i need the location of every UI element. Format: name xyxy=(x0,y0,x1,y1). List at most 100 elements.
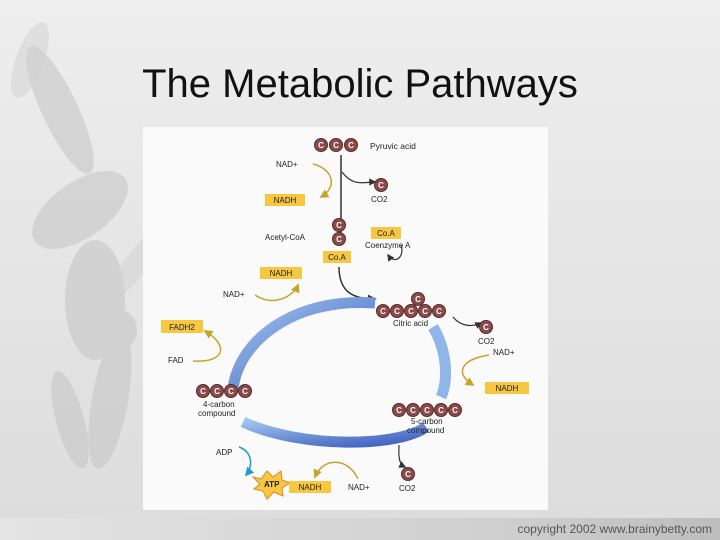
nad-plus-label-4: NAD+ xyxy=(348,483,370,492)
nad-plus-label: NAD+ xyxy=(276,160,298,169)
svg-text:C: C xyxy=(415,295,421,304)
svg-text:C: C xyxy=(405,470,411,479)
carbon-atom: C xyxy=(401,467,415,481)
carbon-atom: C xyxy=(404,304,418,318)
carbon-atom: C xyxy=(432,304,446,318)
adp-phosphorylation-arrow xyxy=(238,446,255,477)
svg-text:C: C xyxy=(242,387,248,396)
nadh-box-2 xyxy=(260,267,302,279)
coenzyme-a-label: Coenzyme A xyxy=(365,241,411,250)
carbon-atom: C xyxy=(224,384,238,398)
fad-label: FAD xyxy=(168,356,184,365)
carbon-atom: C xyxy=(434,403,448,417)
svg-text:NADH: NADH xyxy=(299,483,322,492)
carbon-atom: C xyxy=(210,384,224,398)
carbon-atom: C xyxy=(238,384,252,398)
slide-title: The Metabolic Pathways xyxy=(142,62,578,106)
copyright-text: copyright 2002 www.brainybetty.com xyxy=(517,522,712,536)
nad-plus-label-2: NAD+ xyxy=(223,290,245,299)
carbon-atom: C xyxy=(406,403,420,417)
nad-reduction-arrow xyxy=(312,163,332,198)
svg-text:C: C xyxy=(380,307,386,316)
co2-release-arrow-3 xyxy=(398,444,407,468)
pyruvic-acid-label: Pyruvic acid xyxy=(370,141,416,151)
svg-text:C: C xyxy=(483,323,489,332)
five-carbon-molecule: C C C C C xyxy=(392,403,462,417)
co2-label: CO2 xyxy=(371,195,388,204)
citric-acid-label: Citric acid xyxy=(393,319,428,328)
coa-box xyxy=(371,227,401,239)
svg-text:C: C xyxy=(336,235,342,244)
co2-release-arrow-2 xyxy=(452,316,483,329)
svg-text:C: C xyxy=(452,406,458,415)
diagram-panel: C C C Pyruvic acid NAD+ NADH C CO2 Acety… xyxy=(143,127,548,510)
nadh-box-3 xyxy=(485,382,529,394)
carbon-atom: C xyxy=(314,138,328,152)
svg-text:C: C xyxy=(436,307,442,316)
adp-label: ADP xyxy=(216,448,232,457)
four-carbon-molecule: C C C C xyxy=(196,384,252,398)
carbon-atom: C xyxy=(344,138,358,152)
pyruvic-acid-molecule: C C C xyxy=(314,138,358,152)
carbon-atom: C xyxy=(374,178,388,192)
svg-text:C: C xyxy=(333,141,339,150)
svg-text:C: C xyxy=(394,307,400,316)
carbon-atom: C xyxy=(392,403,406,417)
nad-reduction-arrow-3 xyxy=(461,354,490,386)
acetyl-into-cycle-arrow xyxy=(338,266,377,304)
svg-text:C: C xyxy=(228,387,234,396)
nadh-label: NADH xyxy=(274,196,297,205)
carbon-atom: C xyxy=(448,403,462,417)
coa-attached-box xyxy=(323,251,351,263)
svg-text:C: C xyxy=(410,406,416,415)
svg-text:C: C xyxy=(214,387,220,396)
nad-reduction-arrow-2 xyxy=(254,283,300,302)
svg-text:Co.A: Co.A xyxy=(328,253,346,262)
five-carbon-label-line2: compound xyxy=(407,426,444,435)
svg-text:C: C xyxy=(422,307,428,316)
cycle-segment-citrate-to-4c xyxy=(227,296,376,390)
carbon-atom: C xyxy=(196,384,210,398)
carbon-atom: C xyxy=(418,304,432,318)
svg-text:C: C xyxy=(396,406,402,415)
krebs-cycle-diagram: C C C Pyruvic acid NAD+ NADH C CO2 Acety… xyxy=(161,138,529,500)
carbon-atom: C xyxy=(332,218,346,232)
svg-text:C: C xyxy=(318,141,324,150)
acetyl-carbon-pair: C C xyxy=(332,218,346,246)
svg-text:NADH: NADH xyxy=(270,269,293,278)
cycle-segment-citrate-to-5c xyxy=(428,324,451,400)
carbon-atom: C xyxy=(376,304,390,318)
svg-text:Co.A: Co.A xyxy=(377,229,395,238)
cycle-segment-5c-to-4c xyxy=(240,416,430,448)
fad-reduction-arrow xyxy=(192,330,222,362)
svg-text:C: C xyxy=(348,141,354,150)
footer-bar xyxy=(0,518,720,540)
carbon-atom: C xyxy=(390,304,404,318)
co2-label-2: CO2 xyxy=(478,337,495,346)
five-carbon-label-line1: 5-carbon xyxy=(411,417,443,426)
carbon-atom: C xyxy=(479,320,493,334)
citric-acid-molecule: C C C C C C xyxy=(376,292,446,318)
carbon-atom: C xyxy=(332,232,346,246)
atp-label: ATP xyxy=(264,480,280,489)
nadh-box-4 xyxy=(289,481,331,493)
coenzyme-a-loop-arrow xyxy=(387,244,403,262)
svg-text:NADH: NADH xyxy=(496,384,519,393)
carbon-atom: C xyxy=(411,292,425,306)
acetyl-coa-label: Acetyl-CoA xyxy=(265,233,306,242)
carbon-atom: C xyxy=(420,403,434,417)
carbon-atom: C xyxy=(329,138,343,152)
svg-text:C: C xyxy=(424,406,430,415)
svg-text:C: C xyxy=(408,307,414,316)
svg-text:FADH2: FADH2 xyxy=(169,323,195,332)
co2-release-arrow xyxy=(341,171,377,186)
nadh-box xyxy=(265,194,305,206)
atp-burst-icon xyxy=(251,470,292,500)
svg-text:C: C xyxy=(438,406,444,415)
svg-text:C: C xyxy=(200,387,206,396)
svg-text:C: C xyxy=(336,221,342,230)
co2-label-3: CO2 xyxy=(399,484,416,493)
four-carbon-label-line1: 4-carbon xyxy=(203,400,235,409)
nad-reduction-arrow-4 xyxy=(313,461,359,480)
